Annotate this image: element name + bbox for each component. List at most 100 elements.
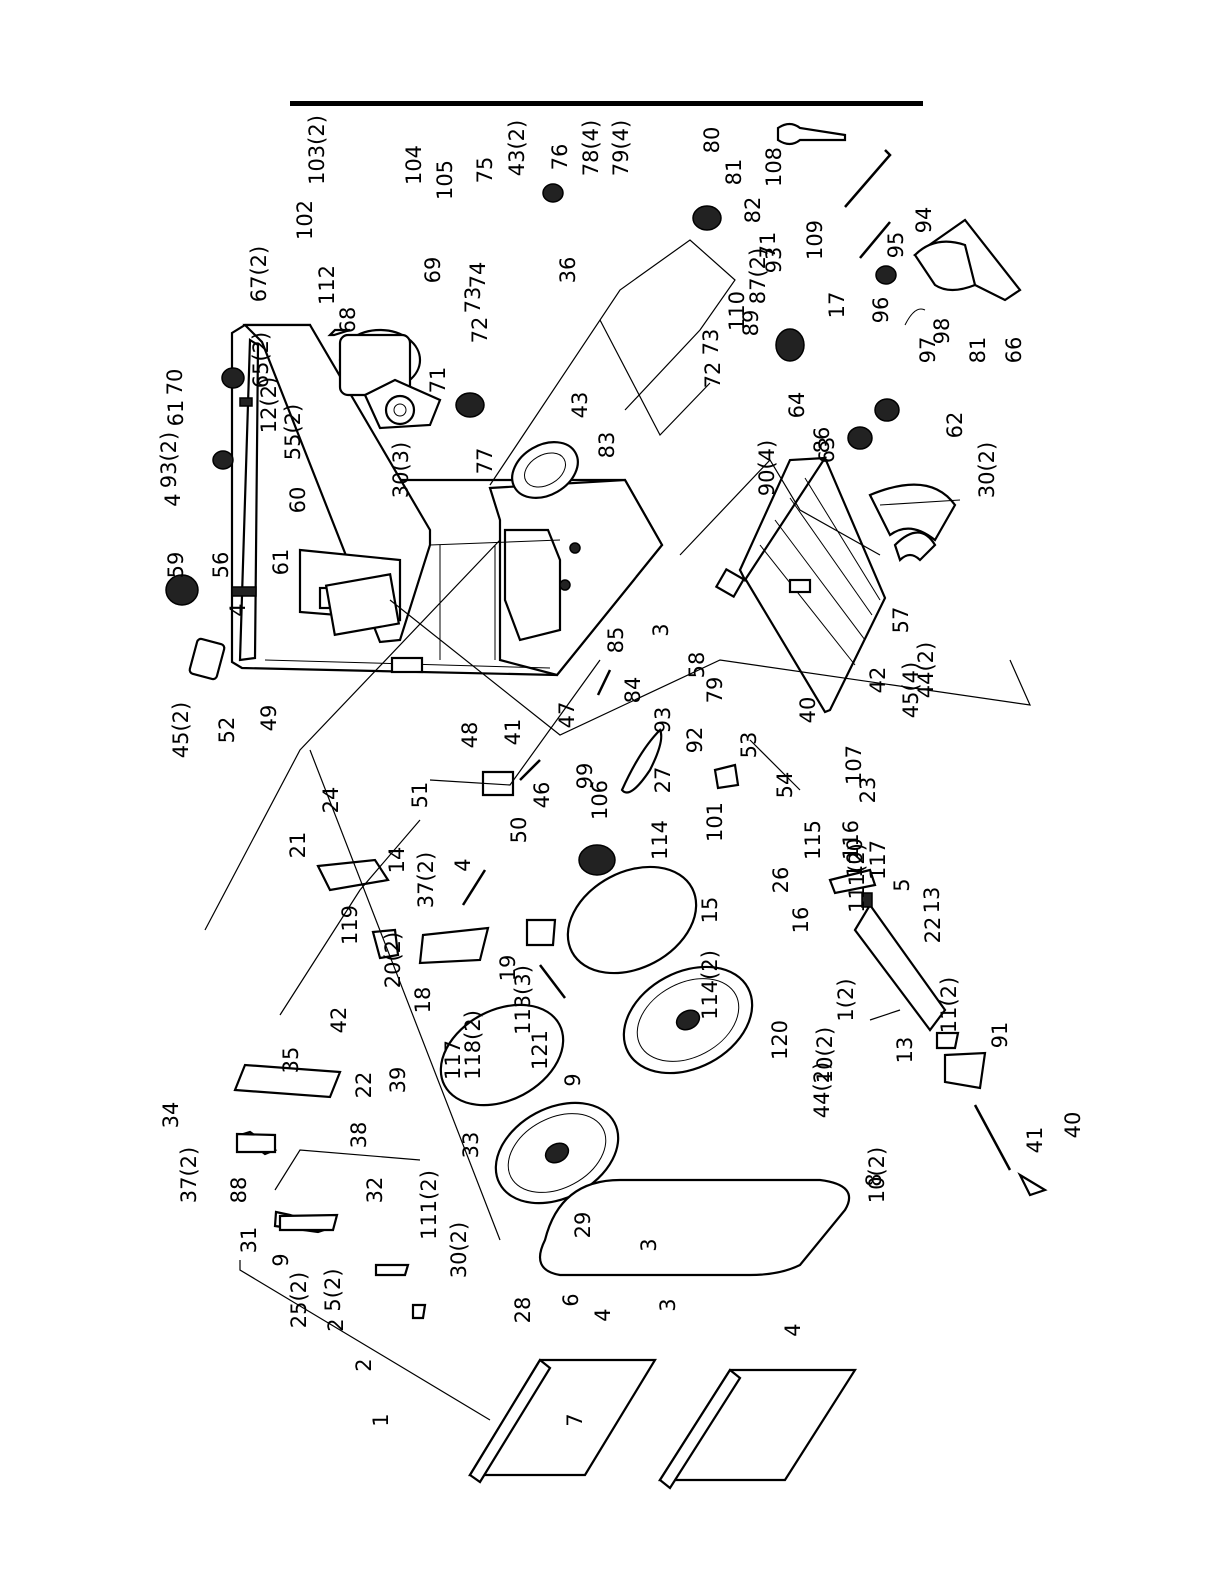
callout-label: 3 [637, 1238, 661, 1251]
callout-label: 75 [473, 157, 497, 184]
callout-label: 46 [530, 782, 554, 809]
callout-label: 36 [556, 257, 580, 284]
callout-label: 113(3) [511, 965, 535, 1035]
callout-label: 89 [739, 310, 763, 337]
callout-label: 6 [559, 1293, 583, 1306]
callout-label: 21 [286, 832, 310, 859]
callout-label: 13 [893, 1037, 917, 1064]
callout-label: 5(2) [321, 1268, 345, 1311]
callout-label: 40 [1061, 1112, 1085, 1139]
callout-label: 18 [411, 987, 435, 1014]
upper-wheel [494, 1101, 620, 1205]
callout-label: 81 [722, 159, 746, 186]
callout-label: 58 [685, 652, 709, 679]
callout-label: 82 [741, 197, 765, 224]
callout-label: 4 [226, 603, 250, 616]
callout-label: 30(3) [389, 442, 413, 498]
callout-label: 42 [327, 1007, 351, 1034]
callout-label: 70 [163, 369, 187, 396]
wrench-tools [776, 122, 892, 259]
callout-label: 29 [571, 1212, 595, 1239]
callout-label: 83 [595, 432, 619, 459]
callout-label: 103(2) [305, 115, 329, 185]
callout-label: 64 [785, 392, 809, 419]
callout-label: 63 [815, 437, 839, 464]
callout-label: 42 [866, 667, 890, 694]
callout-label: 51 [408, 782, 432, 809]
callout-label: 1 [369, 1413, 393, 1426]
callout-label: 19 [496, 955, 520, 982]
callout-label: 71 [426, 367, 450, 394]
callout-label: 48 [458, 722, 482, 749]
callout-label: 54 [773, 772, 797, 799]
callout-label: 94 [912, 207, 936, 234]
callout-label: 40 [796, 697, 820, 724]
callout-label: 117 [441, 1040, 465, 1080]
header-rule [290, 101, 923, 106]
tires [439, 865, 698, 1107]
callout-label: 111(2) [845, 843, 869, 913]
callout-label: 121 [528, 1030, 552, 1070]
callout-label: 74 [466, 262, 490, 289]
callout-label: 45(2) [169, 702, 193, 758]
callout-label: 1(2) [834, 978, 858, 1021]
brackets [188, 328, 1048, 1320]
callout-label: 101 [703, 802, 727, 842]
callout-label: 86 [810, 427, 834, 454]
callout-label: 4 [451, 858, 475, 871]
springs [231, 397, 873, 908]
callout-label: 73 [699, 329, 723, 356]
callout-label: 28 [511, 1297, 535, 1324]
callout-label: 10(2) [865, 1147, 889, 1203]
callout-label: 76 [548, 144, 572, 171]
callout-label: 72 [468, 317, 492, 344]
work-table [738, 455, 887, 714]
upper-door [468, 1358, 657, 1484]
callout-label: 45(4) [899, 662, 923, 718]
callout-label: 77 [473, 448, 497, 475]
callout-label: 23 [856, 777, 880, 804]
callout-label: 44(2) [914, 642, 938, 698]
callout-label: 85 [604, 627, 628, 654]
callout-label: 43 [568, 392, 592, 419]
callout-label: 120 [768, 1020, 792, 1060]
callout-label: 12(2) [257, 377, 281, 433]
callout-label: 71 [756, 232, 780, 259]
callout-label: 97 [916, 337, 940, 364]
callout-label: 61 [164, 400, 188, 427]
callout-label: 81 [966, 337, 990, 364]
callout-label: 84 [621, 677, 645, 704]
callout-label: 27 [651, 767, 675, 794]
base-cabinet [230, 323, 664, 677]
callout-label: 4 [591, 1308, 615, 1321]
callout-label: 2 [352, 1358, 376, 1371]
callout-label: 100 [843, 838, 867, 878]
callout-label: 3 [656, 1298, 680, 1311]
knobs [165, 183, 900, 876]
callout-label: 44(2) [810, 1062, 834, 1118]
callout-label: 78(4) [579, 120, 603, 176]
callout-label: 56 [209, 552, 233, 579]
callout-label: 114 [648, 820, 672, 860]
callout-label: 116 [839, 820, 863, 860]
callout-label: 95 [884, 232, 908, 259]
callout-label: 59 [164, 552, 188, 579]
miter-gauge [904, 218, 1022, 326]
callout-label: 104 [402, 145, 426, 185]
drive-belt [620, 728, 663, 794]
callout-label: 22 [921, 917, 945, 944]
callout-label: 22 [352, 1072, 376, 1099]
callout-label: 37(2) [177, 1147, 201, 1203]
lower-door [657, 1368, 858, 1490]
callout-label: 50 [507, 817, 531, 844]
callout-label: 99 [573, 763, 597, 790]
callout-label: 93 [651, 707, 675, 734]
callout-label: 87(2) [746, 248, 770, 304]
callout-label: 92 [683, 727, 707, 754]
callout-label: 62 [943, 412, 967, 439]
callout-label: 68 [336, 307, 360, 334]
callout-label: 73 [461, 287, 485, 314]
callout-label: 57 [889, 607, 913, 634]
callout-label: 16 [789, 907, 813, 934]
